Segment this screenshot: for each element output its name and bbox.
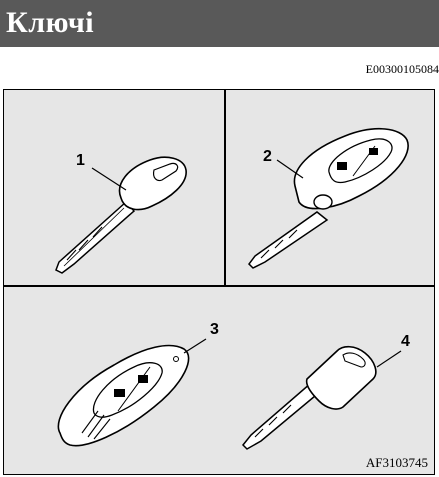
emergency-key-icon [225,287,436,474]
key-panel-3: 3 [4,287,223,474]
callout-3: 3 [210,321,219,339]
flip-key-remote-icon [225,90,436,285]
smart-key-fob-icon [4,287,223,474]
callout-1: 1 [76,152,85,170]
section-header-bar: Ключі [0,0,439,47]
figure-code: AF3103745 [366,455,428,471]
document-code: E00300105084 [366,62,439,77]
key-panel-1: 1 [4,90,223,285]
key-icon [4,90,223,285]
section-title: Ключі [6,4,94,42]
key-panel-2: 2 [225,90,436,285]
key-panel-4: 4 [225,287,436,474]
keys-illustration: 1 2 [3,89,435,475]
callout-2: 2 [263,148,272,166]
callout-4: 4 [401,333,410,351]
